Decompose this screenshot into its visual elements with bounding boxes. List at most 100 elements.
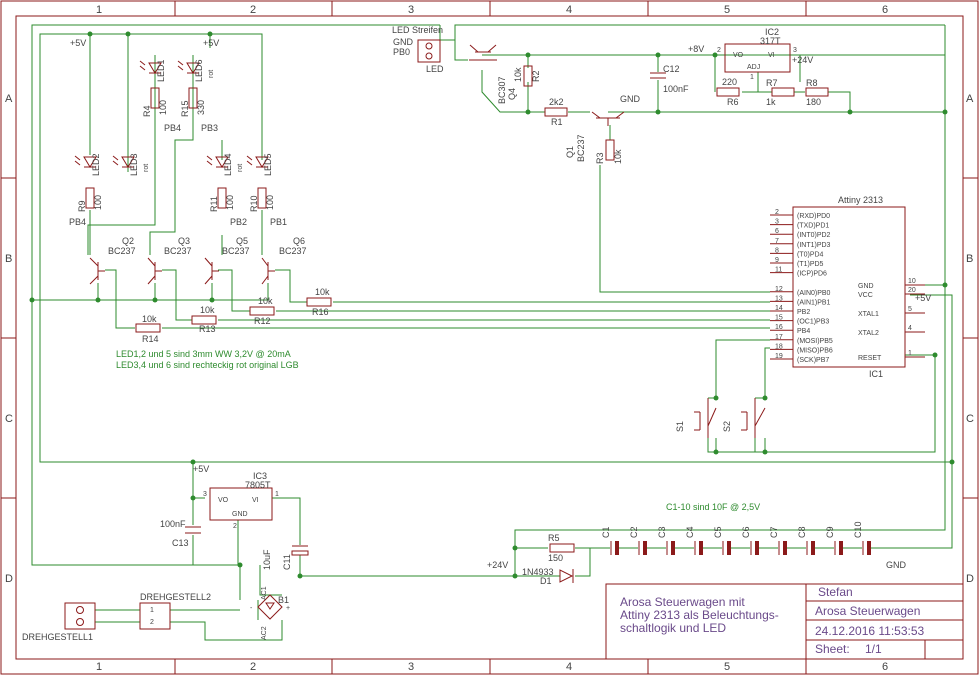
- mcu-pin-number: 13: [775, 295, 783, 302]
- title-block: [605, 583, 964, 660]
- r14-value: 10k: [142, 314, 157, 324]
- c12-value: 100nF: [663, 84, 689, 94]
- regulator-ic3: [209, 487, 273, 521]
- capacitor-c11: [291, 545, 309, 556]
- supercap-label: C9: [825, 526, 835, 538]
- mcu-pin-number: 7: [775, 238, 779, 245]
- mcu-pin-label: PB2: [797, 309, 810, 316]
- mcu-left-pins: 2(RXD)PD03(TXD)PD16(INT0)PD27(INT1)PD38(…: [770, 209, 833, 364]
- mcu-pin-number: 10: [908, 278, 916, 285]
- supercap-label: C1: [601, 526, 611, 538]
- junctions: [29, 31, 955, 579]
- mcu-name: IC1: [869, 369, 883, 379]
- mcu-pin-label: PB4: [797, 328, 810, 335]
- led-led1: [139, 60, 162, 74]
- col-label-1-bottom: 1: [96, 661, 102, 673]
- supercap-label: C2: [629, 526, 639, 538]
- supercap-plate-negative: [727, 541, 731, 555]
- b1-minus: -: [250, 605, 253, 612]
- mcu-pin-number: 2: [775, 209, 779, 216]
- r10-name: R10: [249, 195, 259, 212]
- mcu-pin-number: 3: [775, 219, 779, 226]
- mcu-pin-number: 15: [775, 315, 783, 322]
- mcu-pin-label: GND: [858, 283, 874, 290]
- supply-gnd-b: GND: [886, 560, 907, 570]
- mcu-title: Attiny 2313: [838, 195, 883, 205]
- transistor-q5: [204, 257, 219, 285]
- q3-name: Q3: [178, 236, 190, 246]
- note-caps: C1-10 sind 10F @ 2,5V: [666, 502, 760, 512]
- net-pb4-top: PB4: [164, 123, 181, 133]
- q4-name: Q4: [507, 88, 517, 100]
- col-label-4: 4: [566, 4, 572, 16]
- mcu-pin-number: 12: [775, 286, 783, 293]
- r8-name: R8: [806, 78, 818, 88]
- mcu-pin-label: (RXD)PD0: [797, 213, 830, 220]
- mcu-pin-label: (MOSI)PB5: [797, 338, 833, 345]
- title-sheet-label: Sheet:: [815, 642, 850, 656]
- s2-name: S2: [722, 421, 732, 432]
- resistor-bodies: [85, 65, 829, 553]
- r15-value: 330: [196, 100, 206, 115]
- ic3-vo: VO: [218, 497, 229, 504]
- r3-value: 10k: [613, 149, 623, 164]
- r11-name: R11: [209, 196, 219, 212]
- led3-note: rot: [143, 164, 150, 172]
- supply-p5v-c: +5V: [193, 464, 209, 474]
- q1-name: Q1: [565, 146, 575, 158]
- s1-name: S1: [675, 421, 685, 432]
- led-connector-pin-gnd: GND: [393, 37, 414, 47]
- mcu-pin-label: XTAL1: [858, 311, 879, 318]
- mcu-pin-number: 20: [908, 287, 916, 294]
- dg1-label: DREHGESTELL1: [22, 632, 93, 642]
- r11-value: 100: [225, 195, 235, 210]
- net-pb4: PB4: [69, 217, 86, 227]
- led-led5: [246, 155, 269, 168]
- ic3-pin2: 2: [233, 523, 237, 530]
- led4-note: rot: [237, 164, 244, 172]
- r10-value: 100: [265, 195, 275, 210]
- col-label-1: 1: [96, 4, 102, 16]
- r6-name: R6: [727, 97, 739, 107]
- row-label-c: C: [5, 413, 13, 425]
- r4-name: R4: [142, 105, 152, 117]
- supercap-label: C10: [853, 521, 863, 538]
- r2-value: 10k: [513, 67, 523, 82]
- mcu-pin-label: (TXD)PD1: [797, 223, 829, 230]
- supply-p5v-b: +5V: [203, 38, 219, 48]
- col-label-3: 3: [408, 4, 414, 16]
- col-label-6: 6: [882, 4, 888, 16]
- led-connector-label: LED: [426, 64, 444, 74]
- supercap-label: C7: [769, 526, 779, 538]
- title-description-2: Attiny 2313 als Beleuchtungs-: [620, 608, 779, 622]
- title-description-1: Arosa Steuerwagen mit: [620, 595, 745, 609]
- supercap-plate-negative: [615, 541, 619, 555]
- row-label-d: D: [5, 573, 13, 585]
- mcu-pin-label: (T1)PD5: [797, 261, 824, 268]
- led6-note: rot: [208, 70, 215, 78]
- mcu-pin-label: (AIN1)PB1: [797, 299, 831, 306]
- ic2-vo: VO: [733, 52, 744, 59]
- supercap-plate-negative: [755, 541, 759, 555]
- led5-label: LED5: [263, 153, 273, 176]
- r15-name: R15: [180, 100, 190, 117]
- supply-p24v-a: +24V: [792, 55, 813, 65]
- led-led3: [112, 155, 135, 168]
- mcu-pin-label: (SCK)PB7: [797, 357, 829, 364]
- net-pb1: PB1: [270, 217, 287, 227]
- mcu-pin-label: RESET: [858, 355, 882, 362]
- switch-s2: [741, 398, 766, 438]
- b1-plus: +: [286, 605, 290, 612]
- ic2-type: 317T: [760, 36, 781, 46]
- ic2-vi: VI: [768, 52, 775, 59]
- supply-p5v-a: +5V: [70, 38, 86, 48]
- ic2-pin3: 3: [793, 47, 797, 54]
- r3-name: R3: [595, 152, 605, 164]
- mcu-pin-number: 14: [775, 305, 783, 312]
- row-label-c-right: C: [966, 413, 974, 425]
- mcu-pin-label: (INT1)PD3: [797, 242, 831, 249]
- connector-drehgestell1: [64, 602, 96, 630]
